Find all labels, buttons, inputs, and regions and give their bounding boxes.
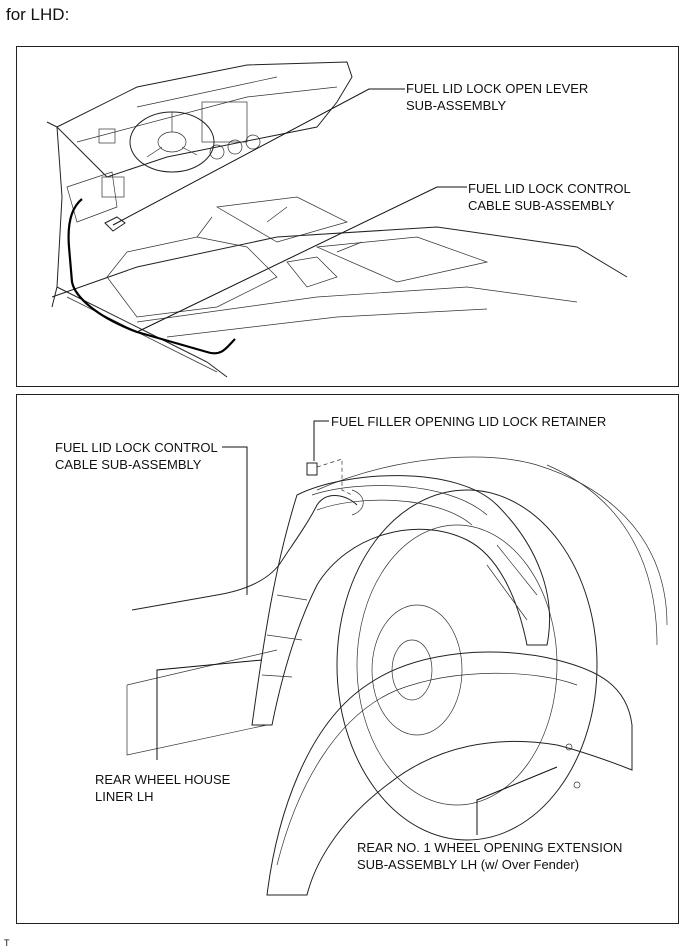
wheel-house-drawing (126, 420, 668, 896)
label-control-cable-top: FUEL LID LOCK CONTROL CABLE SUB-ASSEMBLY (468, 180, 631, 214)
label-control-cable-bottom-line2: CABLE SUB-ASSEMBLY (55, 457, 202, 472)
footer-code: T (4, 938, 10, 948)
label-extension: REAR NO. 1 WHEEL OPENING EXTENSION SUB-A… (357, 839, 622, 873)
label-extension-line2: SUB-ASSEMBLY LH (w/ Over Fender) (357, 857, 580, 872)
label-extension-line1: REAR NO. 1 WHEEL OPENING EXTENSION (357, 840, 623, 855)
label-control-cable-top-line1: FUEL LID LOCK CONTROL (468, 181, 631, 196)
label-open-lever-line1: FUEL LID LOCK OPEN LEVER (406, 81, 589, 96)
label-house-liner-line2: LINER LH (95, 789, 154, 804)
label-control-cable-bottom-line1: FUEL LID LOCK CONTROL (55, 440, 218, 455)
label-lock-retainer: FUEL FILLER OPENING LID LOCK RETAINER (331, 414, 607, 429)
interior-diagram-panel: FUEL LID LOCK OPEN LEVER SUB-ASSEMBLY FU… (16, 46, 679, 387)
label-house-liner-line1: REAR WHEEL HOUSE (95, 772, 231, 787)
label-open-lever-line2: SUB-ASSEMBLY (406, 98, 507, 113)
label-house-liner: REAR WHEEL HOUSE LINER LH (95, 771, 230, 805)
wheel-house-diagram-panel: FUEL FILLER OPENING LID LOCK RETAINER FU… (16, 394, 679, 924)
label-control-cable-bottom: FUEL LID LOCK CONTROL CABLE SUB-ASSEMBLY (55, 439, 218, 473)
label-control-cable-top-line2: CABLE SUB-ASSEMBLY (468, 198, 615, 213)
page-heading: for LHD: (6, 5, 70, 24)
interior-drawing (46, 61, 628, 378)
label-open-lever: FUEL LID LOCK OPEN LEVER SUB-ASSEMBLY (406, 80, 588, 114)
